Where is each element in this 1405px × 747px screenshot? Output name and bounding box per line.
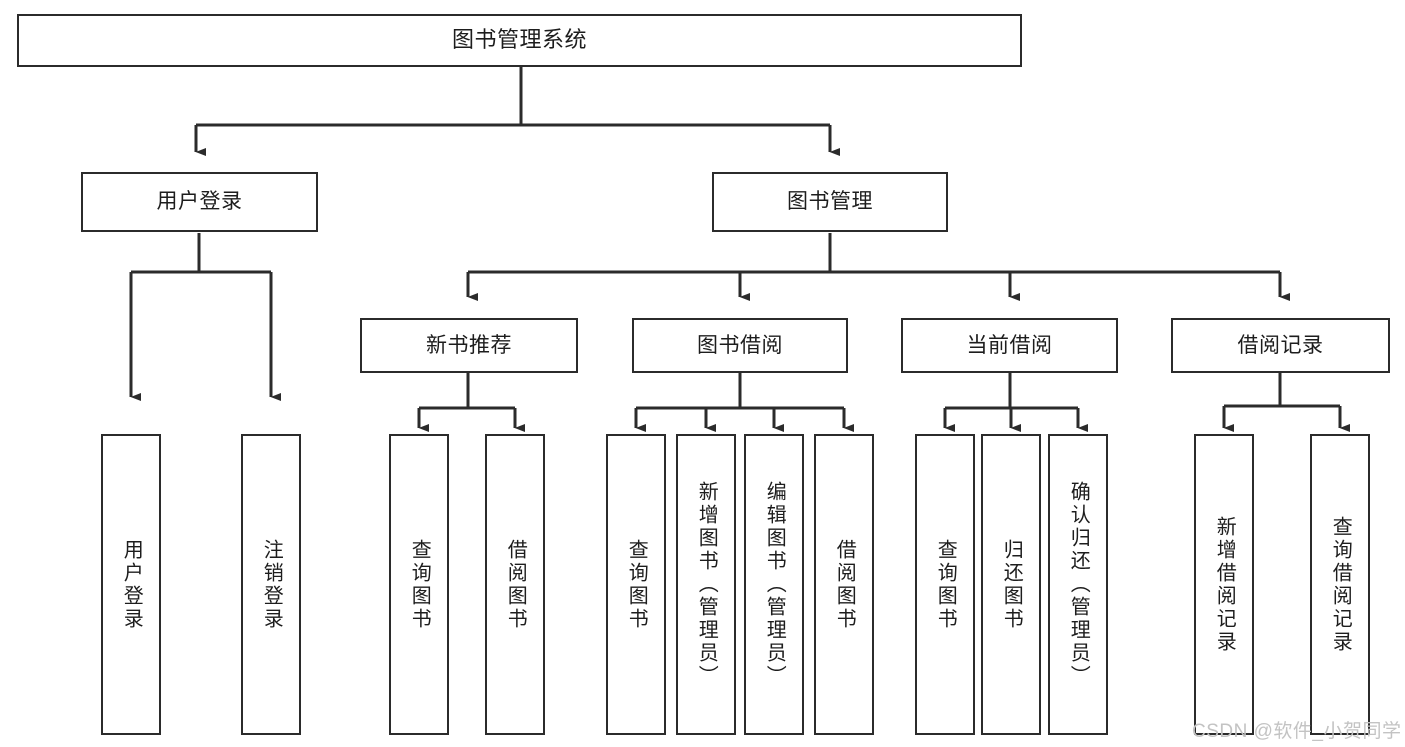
connectors-userlogin-to-leaves: [129, 233, 282, 402]
node-label-current-borrow: 当前借阅: [966, 333, 1053, 357]
node-label-new-book-recommend: 新书推荐: [426, 333, 512, 357]
node-leaf-query-book-2[interactable]: 查询图书: [606, 434, 666, 735]
node-leaf-confirm-return[interactable]: 确认归还（管理员）: [1048, 434, 1108, 735]
node-new-book-recommend[interactable]: 新书推荐: [360, 318, 578, 373]
node-label-book-borrow: 图书借阅: [697, 333, 783, 357]
node-label-leaf-return-book: 归还图书: [1000, 538, 1023, 631]
node-leaf-add-record[interactable]: 新增借阅记录: [1194, 434, 1254, 735]
node-label-leaf-query-book-2: 查询图书: [625, 538, 648, 631]
connectors-borrowrecord-to-leaves: [1222, 373, 1351, 433]
connectors-root-to-level2: [194, 67, 841, 157]
node-leaf-query-book-3[interactable]: 查询图书: [915, 434, 975, 735]
node-root-system[interactable]: 图书管理系统: [17, 14, 1022, 67]
node-label-leaf-query-record: 查询借阅记录: [1329, 515, 1352, 654]
node-leaf-query-record[interactable]: 查询借阅记录: [1310, 434, 1370, 735]
node-current-borrow[interactable]: 当前借阅: [901, 318, 1118, 373]
node-label-leaf-query-book-1: 查询图书: [408, 538, 431, 631]
connectors-bookmgmt-to-level3: [466, 233, 1291, 302]
node-book-management[interactable]: 图书管理: [712, 172, 948, 232]
node-leaf-borrow-book-1[interactable]: 借阅图书: [485, 434, 545, 735]
node-label-leaf-user-login: 用户登录: [120, 538, 143, 631]
node-leaf-logout-login[interactable]: 注销登录: [241, 434, 301, 735]
node-label-leaf-borrow-book-2: 借阅图书: [833, 538, 856, 631]
node-label-leaf-logout-login: 注销登录: [260, 538, 283, 631]
node-label-root: 图书管理系统: [451, 27, 587, 53]
node-user-login[interactable]: 用户登录: [81, 172, 318, 232]
node-label-leaf-confirm-return: 确认归还（管理员）: [1067, 481, 1090, 688]
node-leaf-borrow-book-2[interactable]: 借阅图书: [814, 434, 874, 735]
connectors-currentborrow-to-leaves: [943, 373, 1089, 433]
node-label-book-management: 图书管理: [787, 190, 873, 214]
node-label-leaf-edit-book: 编辑图书（管理员）: [763, 481, 786, 688]
node-label-leaf-borrow-book-1: 借阅图书: [504, 538, 527, 631]
node-label-leaf-add-book: 新增图书（管理员）: [695, 481, 718, 688]
node-leaf-return-book[interactable]: 归还图书: [981, 434, 1041, 735]
node-label-leaf-query-book-3: 查询图书: [934, 538, 957, 631]
connectors-bookborrow-to-leaves: [634, 373, 855, 433]
node-label-user-login: 用户登录: [156, 190, 243, 214]
node-leaf-edit-book[interactable]: 编辑图书（管理员）: [744, 434, 804, 735]
node-leaf-query-book-1[interactable]: 查询图书: [389, 434, 449, 735]
node-label-leaf-add-record: 新增借阅记录: [1213, 515, 1236, 654]
node-leaf-user-login[interactable]: 用户登录: [101, 434, 161, 735]
node-borrow-record[interactable]: 借阅记录: [1171, 318, 1390, 373]
node-leaf-add-book[interactable]: 新增图书（管理员）: [676, 434, 736, 735]
node-book-borrow[interactable]: 图书借阅: [632, 318, 848, 373]
connectors-newbook-to-leaves: [417, 373, 526, 433]
node-label-borrow-record: 借阅记录: [1237, 333, 1324, 357]
